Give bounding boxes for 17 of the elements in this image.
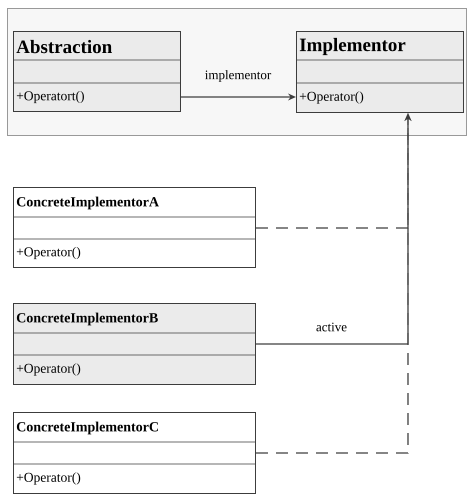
- class-name: Implementor: [300, 38, 406, 56]
- operation-text: +Operatort(): [16, 90, 84, 104]
- class-name: ConcreteImplementorA: [16, 196, 159, 210]
- operation-text: +Operator(): [16, 246, 80, 260]
- class-name: ConcreteImplementorC: [16, 422, 158, 434]
- class-box: [12, 412, 256, 494]
- class-box: [12, 303, 256, 385]
- operation-text: +Operator(): [16, 472, 80, 485]
- class-name: ConcreteImplementorB: [16, 312, 158, 326]
- operation-text: +Operator(): [16, 363, 80, 376]
- class-name: Abstraction: [16, 40, 112, 54]
- edge-label: implementor: [205, 70, 272, 82]
- class-box: [12, 187, 256, 268]
- class-box: [296, 31, 464, 113]
- edge-label: active: [316, 322, 347, 332]
- class-box: [12, 31, 181, 112]
- operation-text: +Operator(): [300, 91, 364, 104]
